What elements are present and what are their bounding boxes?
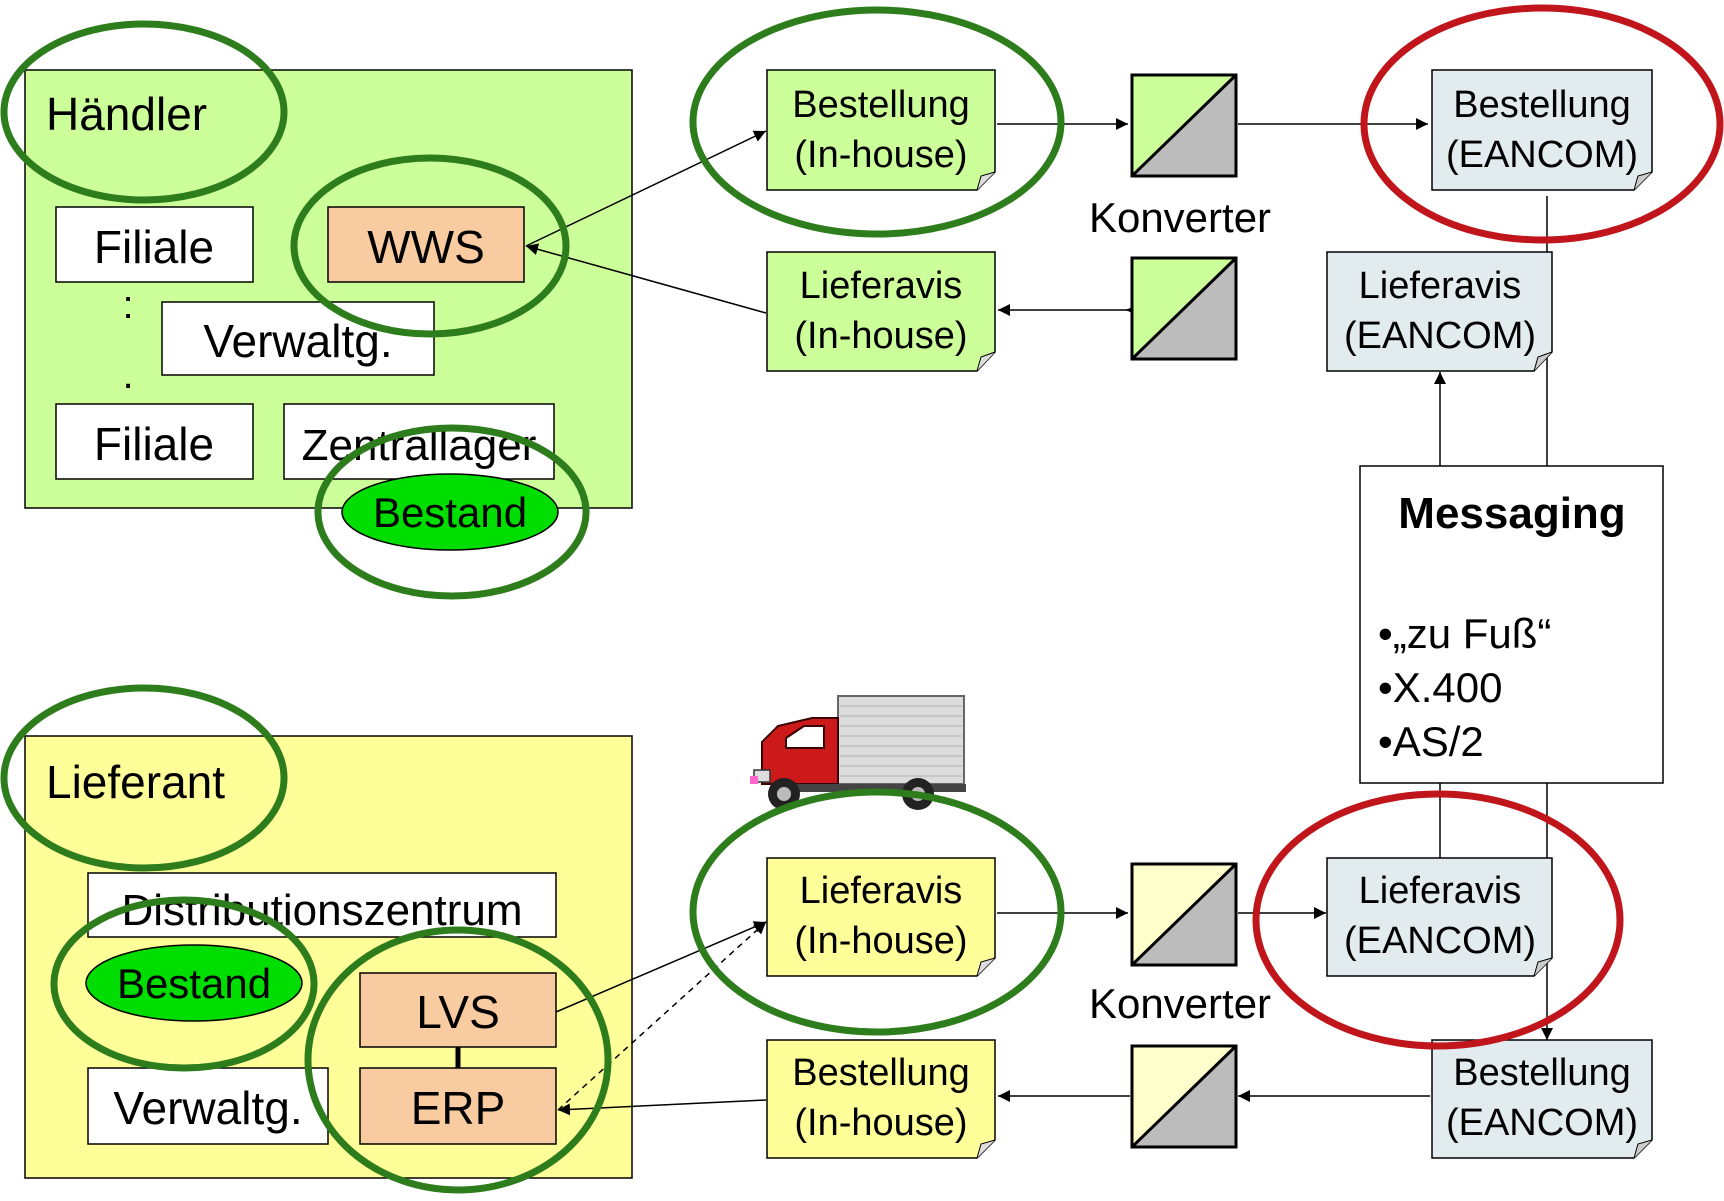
- ellipsis-dots: :: [122, 283, 133, 327]
- messaging-item-3: •AS/2: [1378, 718, 1484, 765]
- wws-box: [327, 206, 525, 283]
- highlight-lieferavis-eancom-bottom: [1252, 790, 1624, 1050]
- doc-bestellung-inhouse-top: Bestellung (In-house): [766, 69, 996, 191]
- wws-label: WWS: [367, 221, 485, 273]
- lvs-box: [359, 972, 557, 1048]
- filiale-top-box: [55, 206, 254, 283]
- converter-bottom-2: [1130, 1044, 1238, 1149]
- zentrallager-box: [283, 403, 555, 480]
- highlight-haendler: [0, 20, 288, 204]
- svg-text:Lieferavis: Lieferavis: [1359, 870, 1522, 912]
- doc-bestellung-eancom-top: Bestellung (EANCOM): [1431, 69, 1653, 191]
- svg-text:(In-house): (In-house): [794, 315, 967, 357]
- converter-top-1: [1130, 73, 1238, 178]
- svg-text:(EANCOM): (EANCOM): [1344, 920, 1536, 962]
- bestand-lieferant: [85, 944, 303, 1022]
- converter-bottom-1: [1130, 862, 1238, 967]
- converter-top-2: [1130, 256, 1238, 361]
- highlight-circles: [0, 4, 1724, 1194]
- svg-text:(In-house): (In-house): [794, 920, 967, 962]
- lvs-label: LVS: [416, 986, 500, 1038]
- bestand-haendler: [341, 473, 559, 551]
- svg-text:Bestellung: Bestellung: [1453, 84, 1630, 126]
- doc-lieferavis-inhouse-bottom: Lieferavis (In-house): [766, 857, 996, 977]
- doc-lieferavis-eancom-bottom: Lieferavis (EANCOM): [1326, 857, 1553, 977]
- svg-text:Bestellung: Bestellung: [792, 1052, 969, 1094]
- ellipsis-dot: .: [122, 353, 133, 397]
- messaging-item-1: •„zu Fuß“: [1378, 610, 1551, 657]
- highlight-lieferant: [0, 684, 288, 872]
- verwaltung-lieferant-box: [87, 1067, 329, 1145]
- haendler-panel: Händler Filiale WWS : . Verwaltg. Filial…: [24, 69, 633, 551]
- svg-text:(EANCOM): (EANCOM): [1446, 1102, 1638, 1144]
- doc-lieferavis-eancom-top: Lieferavis (EANCOM): [1326, 251, 1553, 372]
- highlight-bestand-haendler: [314, 424, 590, 600]
- svg-text:Lieferavis: Lieferavis: [800, 265, 963, 307]
- erp-box: [359, 1067, 557, 1145]
- distributionszentrum-box: [87, 872, 557, 938]
- highlight-bestand-lieferant: [50, 896, 318, 1072]
- svg-text:Bestellung: Bestellung: [1453, 1052, 1630, 1094]
- filiale-bottom-box: [55, 403, 254, 480]
- connectors: [525, 118, 1553, 1116]
- svg-text:(In-house): (In-house): [794, 134, 967, 176]
- konverter-label-bottom: Konverter: [1089, 980, 1271, 1027]
- filiale-bottom-label: Filiale: [94, 418, 214, 470]
- messaging-box: Messaging •„zu Fuß“ •X.400 •AS/2: [1359, 465, 1664, 784]
- doc-bestellung-eancom-bottom: Bestellung (EANCOM): [1431, 1039, 1653, 1159]
- highlight-lieferavis-inhouse-bottom: [689, 788, 1065, 1036]
- lieferant-title: Lieferant: [46, 756, 225, 808]
- lieferant-panel: Lieferant Distributionszentrum Bestand L…: [24, 735, 633, 1179]
- highlight-lvs-erp: [304, 926, 612, 1194]
- messaging-title: Messaging: [1398, 489, 1625, 538]
- svg-text:Lieferavis: Lieferavis: [800, 870, 963, 912]
- highlight-bestellung-eancom-top: [1360, 4, 1724, 244]
- highlight-bestellung-inhouse-top: [689, 6, 1065, 238]
- erp-label: ERP: [411, 1082, 506, 1134]
- doc-bestellung-inhouse-bottom: Bestellung (In-house): [766, 1039, 996, 1159]
- filiale-top-label: Filiale: [94, 221, 214, 273]
- bestand-lieferant-label: Bestand: [117, 960, 271, 1007]
- svg-text:Lieferavis: Lieferavis: [1359, 265, 1522, 307]
- svg-text:Bestellung: Bestellung: [792, 84, 969, 126]
- bestand-haendler-label: Bestand: [373, 489, 527, 536]
- verwaltung-box: [161, 301, 435, 376]
- highlight-wws: [290, 154, 570, 338]
- svg-text:(In-house): (In-house): [794, 1102, 967, 1144]
- doc-lieferavis-inhouse-top: Lieferavis (In-house): [766, 251, 996, 372]
- svg-text:(EANCOM): (EANCOM): [1446, 134, 1638, 176]
- konverter-label-top: Konverter: [1089, 194, 1271, 241]
- verwaltung-lieferant-label: Verwaltg.: [113, 1082, 302, 1134]
- truck-icon: [750, 695, 966, 810]
- messaging-item-2: •X.400: [1378, 664, 1502, 711]
- svg-text:(EANCOM): (EANCOM): [1344, 315, 1536, 357]
- haendler-title: Händler: [46, 88, 207, 140]
